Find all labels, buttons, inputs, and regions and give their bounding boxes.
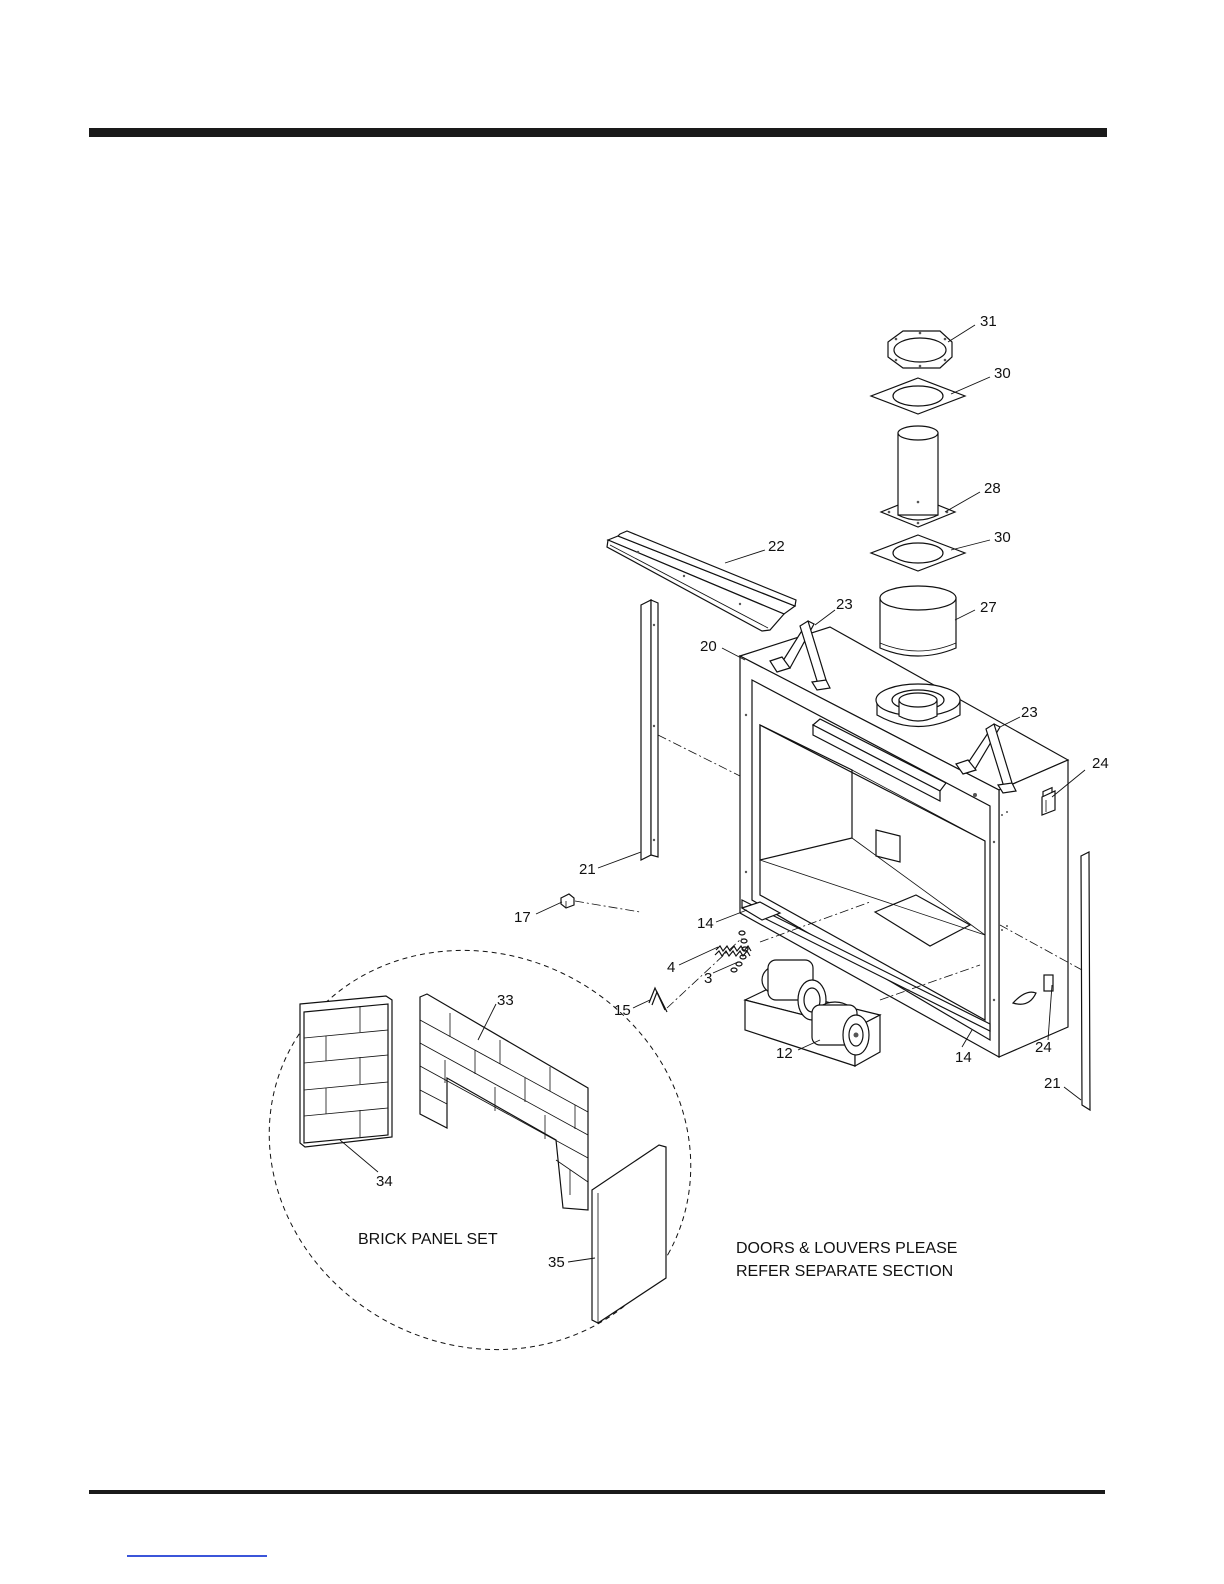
callout-34: 34 (376, 1173, 393, 1190)
callout-27: 27 (980, 599, 997, 616)
callout-24-upper: 24 (1092, 755, 1109, 772)
part-15-rod (649, 988, 667, 1012)
part-33-rear-brick-panel (420, 994, 588, 1210)
part-28-flue-collar (881, 426, 955, 527)
callout-15: 15 (614, 1002, 631, 1019)
callout-12: 12 (776, 1045, 793, 1062)
part-17-clip (561, 894, 574, 908)
callout-14-left: 14 (697, 915, 714, 932)
callout-20: 20 (700, 638, 717, 655)
callout-35: 35 (548, 1254, 565, 1271)
callout-23-left: 23 (836, 596, 853, 613)
part-30-gasket-bottom (871, 535, 965, 571)
part-21-side-strip-left (641, 600, 658, 860)
callout-23-right: 23 (1021, 704, 1038, 721)
callout-21-left: 21 (579, 861, 596, 878)
brick-panel-set-label: BRICK PANEL SET (358, 1231, 498, 1248)
part-21-side-strip-right (1081, 852, 1090, 1110)
part-35-floor-panel (592, 1145, 666, 1323)
callout-17: 17 (514, 909, 531, 926)
doors-louvers-note-line2: REFER SEPARATE SECTION (736, 1263, 953, 1280)
footer-rule (89, 1490, 1105, 1494)
doors-louvers-note-line1: DOORS & LOUVERS PLEASE (736, 1240, 957, 1257)
callout-14-right: 14 (955, 1049, 972, 1066)
callout-28: 28 (984, 480, 1001, 497)
callout-21-right: 21 (1044, 1075, 1061, 1092)
callout-4: 4 (667, 959, 675, 976)
callout-30-top: 30 (994, 365, 1011, 382)
callout-22: 22 (768, 538, 785, 555)
part-31-flue-flange (888, 331, 952, 368)
part-30-gasket-top (871, 378, 965, 414)
callout-31: 31 (980, 313, 997, 330)
callout-33: 33 (497, 992, 514, 1009)
callout-30-bottom: 30 (994, 529, 1011, 546)
callout-24-lower: 24 (1035, 1039, 1052, 1056)
brick-panel-set-outline (199, 877, 762, 1423)
callout-3: 3 (704, 970, 712, 987)
footer-link-underline[interactable] (127, 1555, 267, 1557)
part-34-side-brick-panel (300, 996, 392, 1147)
part-27-collar-ring (880, 586, 956, 656)
